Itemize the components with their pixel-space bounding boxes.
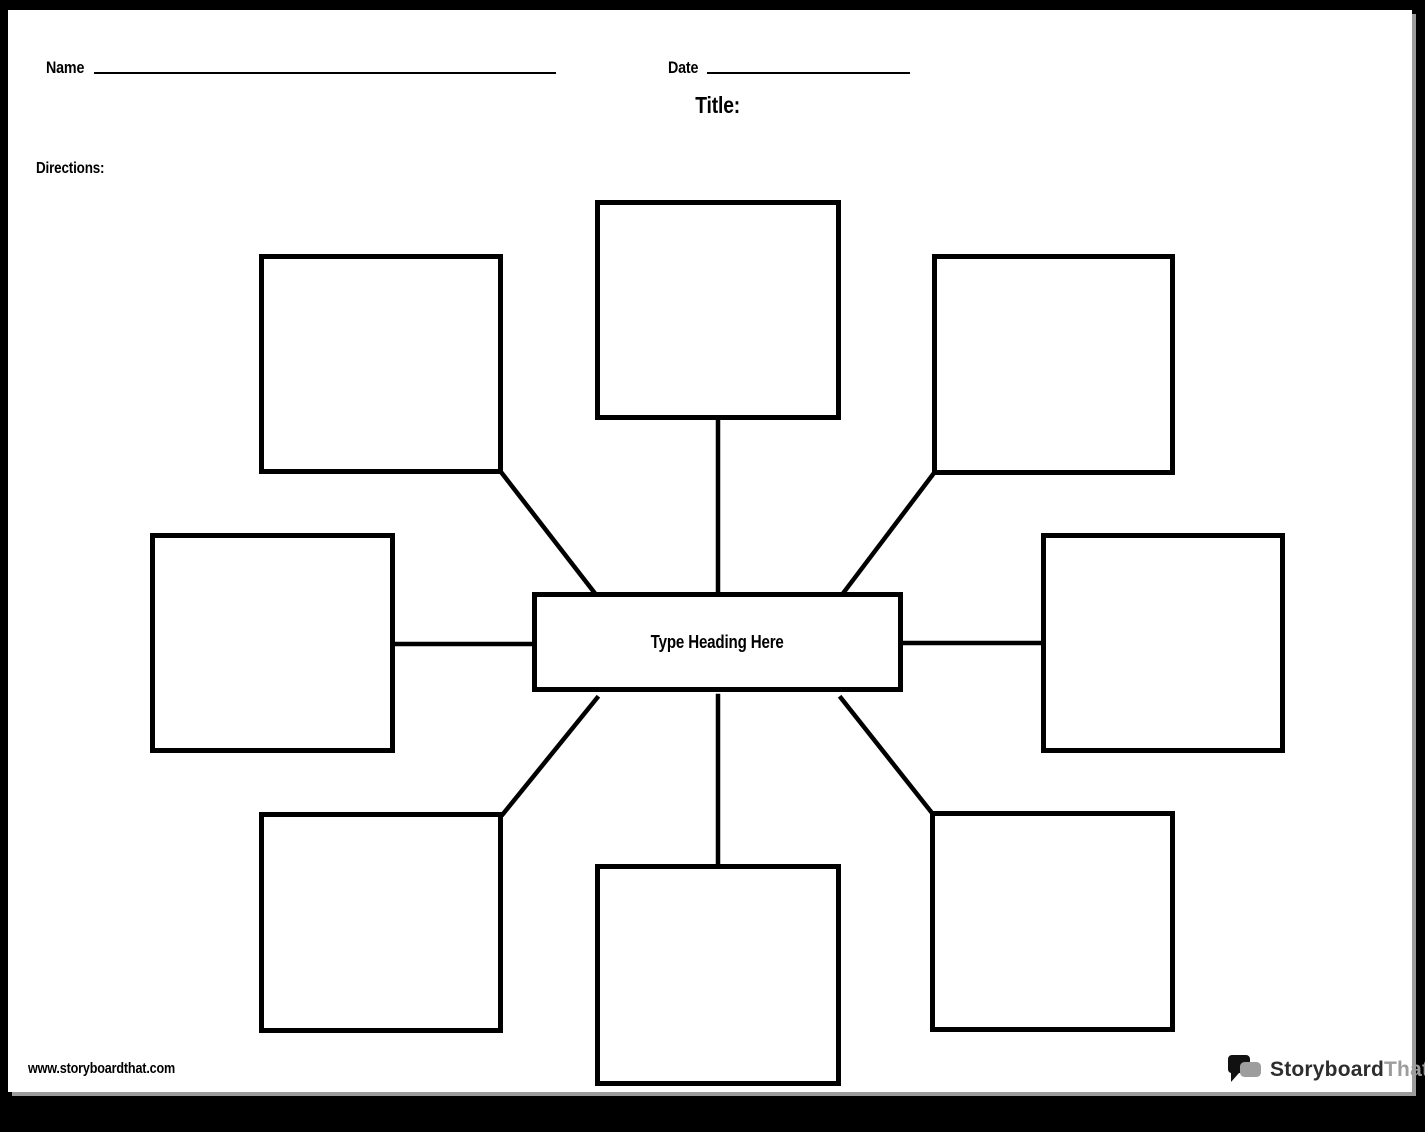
storyboardthat-logo: StoryboardThat xyxy=(1227,1052,1425,1088)
name-label: Name xyxy=(46,58,85,77)
connector-lines xyxy=(394,419,1046,869)
name-fill-line[interactable] xyxy=(94,58,556,74)
spider-box-bottom-right[interactable] xyxy=(930,811,1175,1032)
date-label: Date xyxy=(668,58,699,77)
connector-bottom-right xyxy=(837,694,936,817)
logo-text: StoryboardThat xyxy=(1270,1058,1425,1082)
footer-url: www.storyboardthat.com xyxy=(28,1060,176,1077)
spider-box-top-center[interactable] xyxy=(595,200,841,420)
spider-box-mid-right[interactable] xyxy=(1041,533,1285,753)
spider-box-mid-left[interactable] xyxy=(150,533,395,753)
logo-text-storyboard: Storyboard xyxy=(1270,1058,1385,1081)
spider-box-top-left[interactable] xyxy=(259,254,503,474)
speech-bubbles-icon xyxy=(1227,1054,1263,1086)
logo-text-that: That xyxy=(1384,1058,1425,1081)
center-heading-label: Type Heading Here xyxy=(651,631,784,652)
page-title: Title: xyxy=(695,92,740,118)
worksheet-page: Name Date Title: Directions: Type Headin… xyxy=(8,10,1425,1092)
center-heading-box[interactable]: Type Heading Here xyxy=(532,592,903,692)
spider-box-top-right[interactable] xyxy=(932,254,1175,475)
connector-top-left xyxy=(497,468,601,600)
date-fill-line[interactable] xyxy=(707,58,910,74)
connector-top-right xyxy=(837,469,938,600)
connector-bottom-left xyxy=(499,694,601,818)
spider-box-bottom-center[interactable] xyxy=(595,864,841,1086)
directions-label: Directions: xyxy=(36,160,105,177)
spider-box-bottom-left[interactable] xyxy=(259,812,503,1033)
